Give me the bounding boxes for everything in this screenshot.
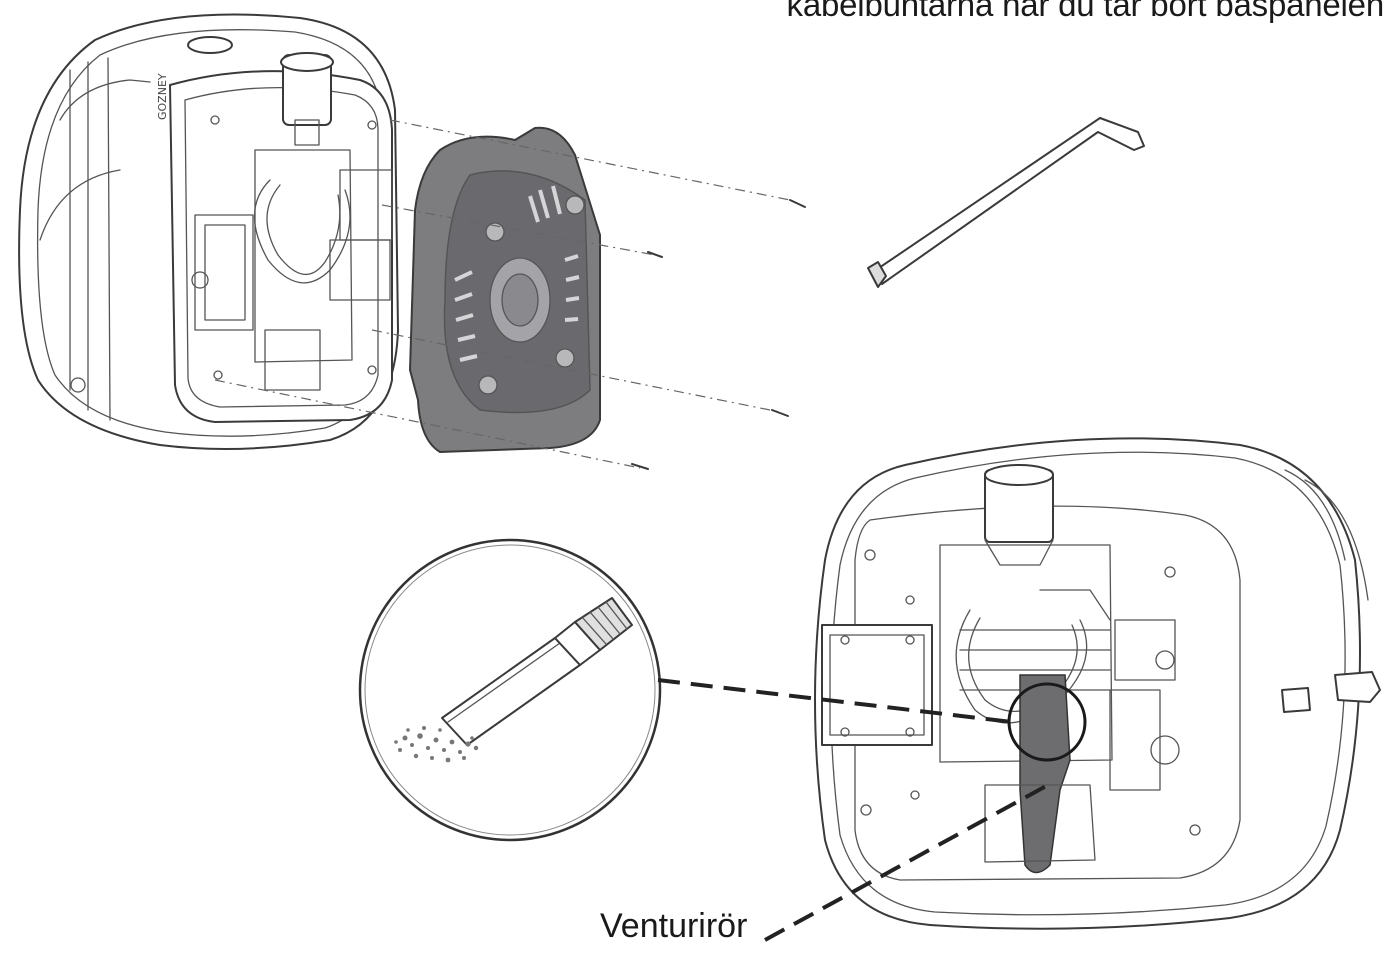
housing-brand-text: GOZNEY (156, 73, 169, 120)
exploded-burner-housing: GOZNEY (18, 13, 399, 450)
screws (631, 199, 806, 470)
cleaning-brush-inset (358, 538, 662, 842)
allen-key-icon (867, 117, 1145, 288)
alignment-lines (214, 119, 791, 469)
instruction-caption: kabelbuntarna när du tar bort baspanelen (786, 0, 1385, 23)
venturi-tube-label: Venturirör (600, 907, 748, 945)
burner-housing-open (814, 437, 1381, 930)
leader-lines (657, 678, 1049, 942)
base-panel (408, 126, 601, 454)
debris-particles (394, 726, 479, 763)
